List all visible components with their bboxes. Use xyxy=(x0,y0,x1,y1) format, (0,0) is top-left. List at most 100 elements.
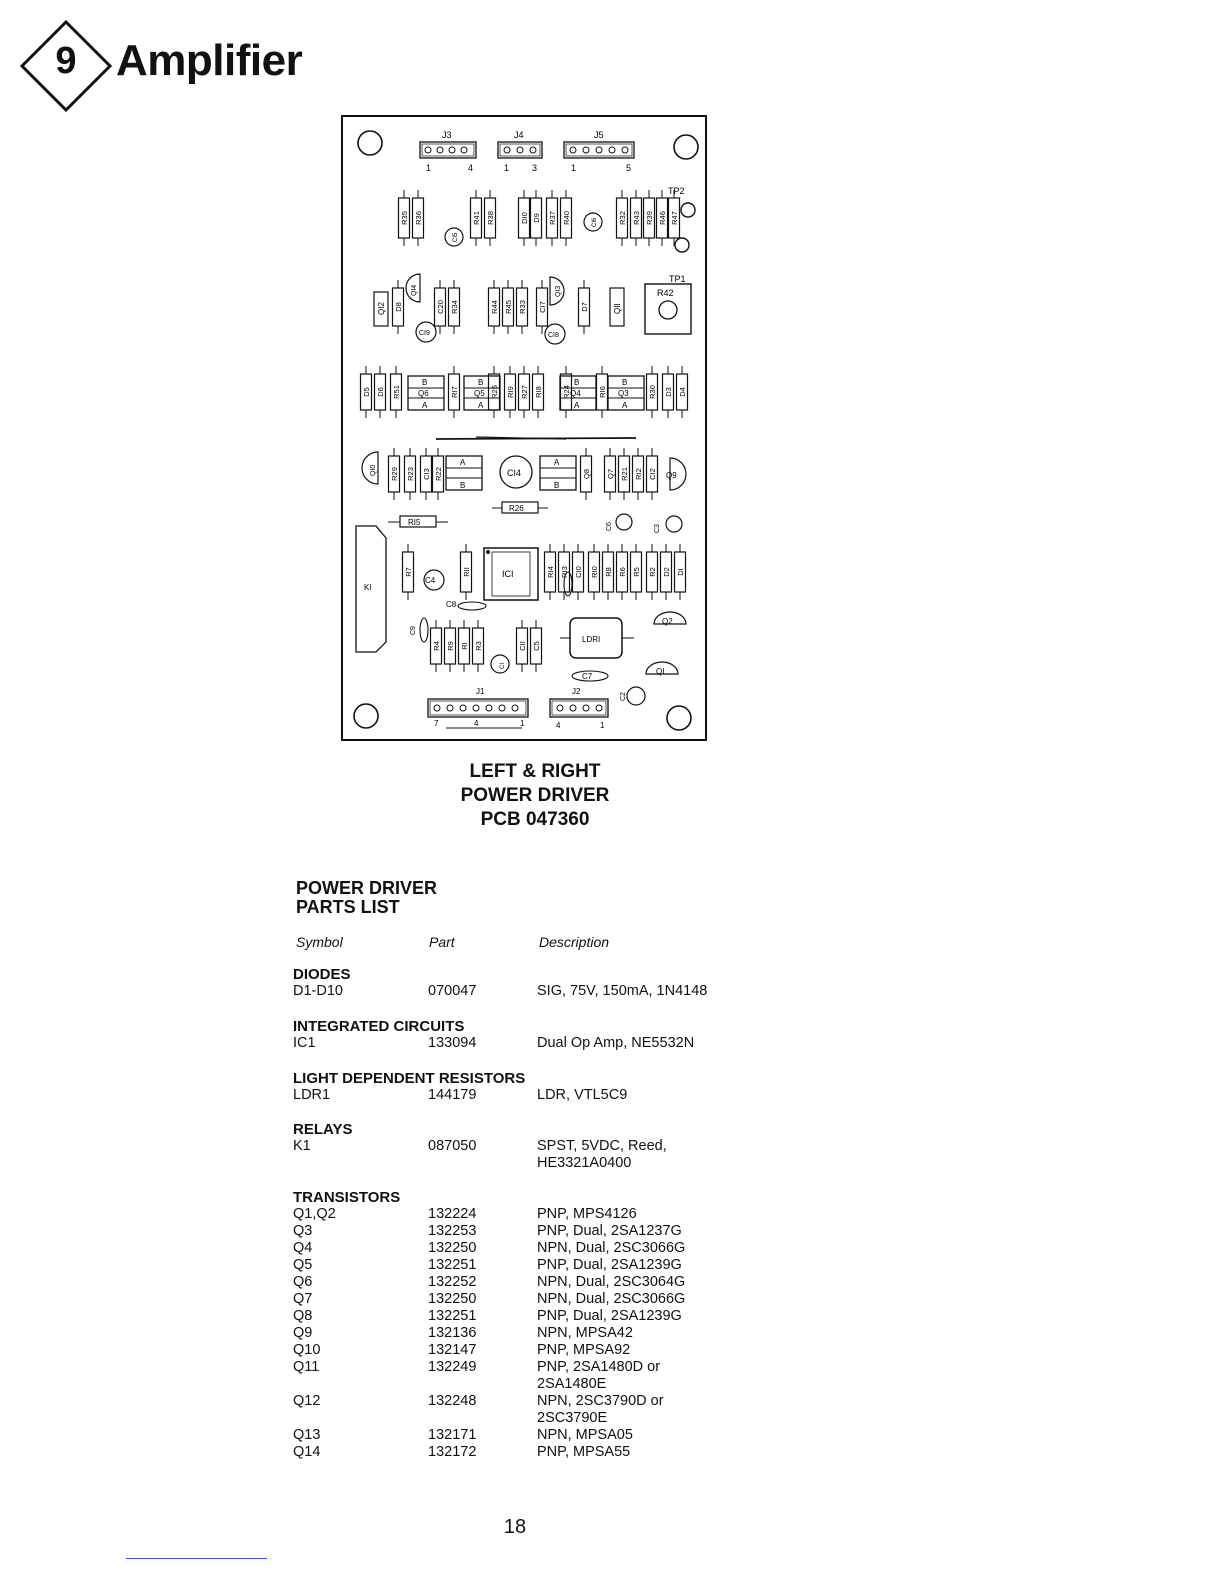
c14-capacitor: CI4 xyxy=(499,455,533,489)
component-label: R51 xyxy=(392,385,401,399)
svg-text:A: A xyxy=(554,458,560,467)
component-r2: R2 xyxy=(645,544,659,600)
svg-text:CI6: CI6 xyxy=(592,217,598,227)
component-label: D6 xyxy=(376,387,385,397)
component-r34: R34 xyxy=(447,280,461,334)
component-label: R38 xyxy=(486,211,495,225)
part-number: 132251 xyxy=(428,1257,477,1273)
part-number: 144179 xyxy=(428,1087,477,1103)
part-number: 132136 xyxy=(428,1325,477,1341)
component-r8: R8 xyxy=(601,544,615,600)
svg-text:Q5: Q5 xyxy=(474,389,485,398)
svg-text:4: 4 xyxy=(474,719,479,728)
part-symbol: Q9 xyxy=(293,1325,313,1341)
component-label: R2 xyxy=(648,567,657,577)
svg-text:B: B xyxy=(422,378,427,387)
c8-capacitor: C8 xyxy=(446,600,487,611)
svg-text:CI9: CI9 xyxy=(419,330,430,337)
component-r36: R36 xyxy=(411,190,425,246)
page-number: 18 xyxy=(503,1516,527,1538)
column-header-part: Part xyxy=(429,934,455,950)
c2-capacitor: C2 xyxy=(620,686,646,706)
part-description: Dual Op Amp, NE5532N xyxy=(537,1035,695,1051)
part-description: NPN, Dual, 2SC3066G xyxy=(537,1240,686,1256)
component-label: D8 xyxy=(394,302,403,312)
component-r22: R22 xyxy=(431,448,445,500)
part-description: PNP, MPSA55 xyxy=(537,1444,631,1460)
mounting-hole-icon xyxy=(673,134,699,160)
component-d5: D5 xyxy=(359,366,373,418)
component-d7: D7 xyxy=(577,280,591,334)
part-description: NPN, Dual, 2SC3064G xyxy=(537,1274,686,1290)
component-label: C5 xyxy=(532,641,541,651)
component-label: D2 xyxy=(662,567,671,577)
part-description: 2SC3790E xyxy=(537,1410,608,1426)
svg-text:C8: C8 xyxy=(446,600,457,609)
component-label: D3 xyxy=(664,387,673,397)
part-symbol: Q10 xyxy=(293,1342,321,1358)
part-description: NPN, MPSA42 xyxy=(537,1325,633,1341)
part-symbol: Q1,Q2 xyxy=(293,1206,336,1222)
part-description: PNP, Dual, 2SA1239G xyxy=(537,1257,682,1273)
component-ci2: CI2 xyxy=(645,448,659,500)
svg-text:C2: C2 xyxy=(620,692,627,701)
component-ri2: RI2 xyxy=(631,448,645,500)
svg-text:B: B xyxy=(574,378,579,387)
component-label: R41 xyxy=(472,211,481,225)
c15-capacitor: CI5 xyxy=(444,227,464,247)
component-r43: R43 xyxy=(629,190,643,246)
component-r33: R33 xyxy=(515,280,529,334)
component-label: R27 xyxy=(520,385,529,399)
part-symbol: LDR1 xyxy=(293,1087,331,1103)
component-r3: R3 xyxy=(471,620,485,672)
component-label: Q7 xyxy=(606,469,615,479)
part-symbol: D1-D10 xyxy=(293,983,343,999)
component-r47: R47 xyxy=(667,190,681,246)
part-symbol: Q11 xyxy=(293,1359,320,1375)
ldr1-resistor: LDRI xyxy=(560,617,634,659)
component-label: R33 xyxy=(518,300,527,314)
component-ri0: RI0 xyxy=(587,544,601,600)
component-label: R34 xyxy=(450,300,459,314)
component-label: R45 xyxy=(504,300,513,314)
component-ri7: RI7 xyxy=(447,366,461,418)
component-r45: R45 xyxy=(501,280,515,334)
part-number: 132252 xyxy=(428,1274,477,1290)
part-number: 070047 xyxy=(428,983,477,999)
parts-group-title: DIODES xyxy=(293,966,351,983)
component-r23: R23 xyxy=(403,448,417,500)
component-label: Q8 xyxy=(582,469,591,479)
component-label: R9 xyxy=(446,641,455,651)
svg-text:A: A xyxy=(460,458,466,467)
component-label: R29 xyxy=(390,467,399,481)
svg-text:B: B xyxy=(554,481,559,490)
svg-text:QI2: QI2 xyxy=(377,302,386,315)
part-description: PNP, Dual, 2SA1237G xyxy=(537,1223,682,1239)
svg-text:A: A xyxy=(622,401,628,410)
component-ci3: CI3 xyxy=(419,448,433,500)
component-label: R25 xyxy=(490,385,499,399)
c7-capacitor: C7 xyxy=(571,670,609,682)
component-label: R44 xyxy=(490,300,499,314)
svg-text:Q2: Q2 xyxy=(662,617,673,626)
part-symbol: Q7 xyxy=(293,1291,313,1307)
component-label: R5 xyxy=(632,567,641,577)
component-r5: R5 xyxy=(629,544,643,600)
q9-transistor: Q9 xyxy=(666,457,687,491)
component-label: R37 xyxy=(548,211,557,225)
ic1-chip: ICI xyxy=(483,547,539,601)
chapter-diamond-icon xyxy=(19,19,113,113)
c6-capacitor: C6 xyxy=(606,513,633,531)
component-ri8: RI8 xyxy=(531,366,545,418)
part-description: PNP, 2SA1480D or xyxy=(537,1359,661,1375)
component-label: D4 xyxy=(678,387,687,397)
footer-rule xyxy=(126,1558,267,1559)
svg-text:J2: J2 xyxy=(572,687,581,696)
part-symbol: Q13 xyxy=(293,1427,321,1443)
component-d9: D9 xyxy=(529,190,543,246)
svg-text:1: 1 xyxy=(600,721,605,730)
component-label: RI7 xyxy=(450,386,459,398)
